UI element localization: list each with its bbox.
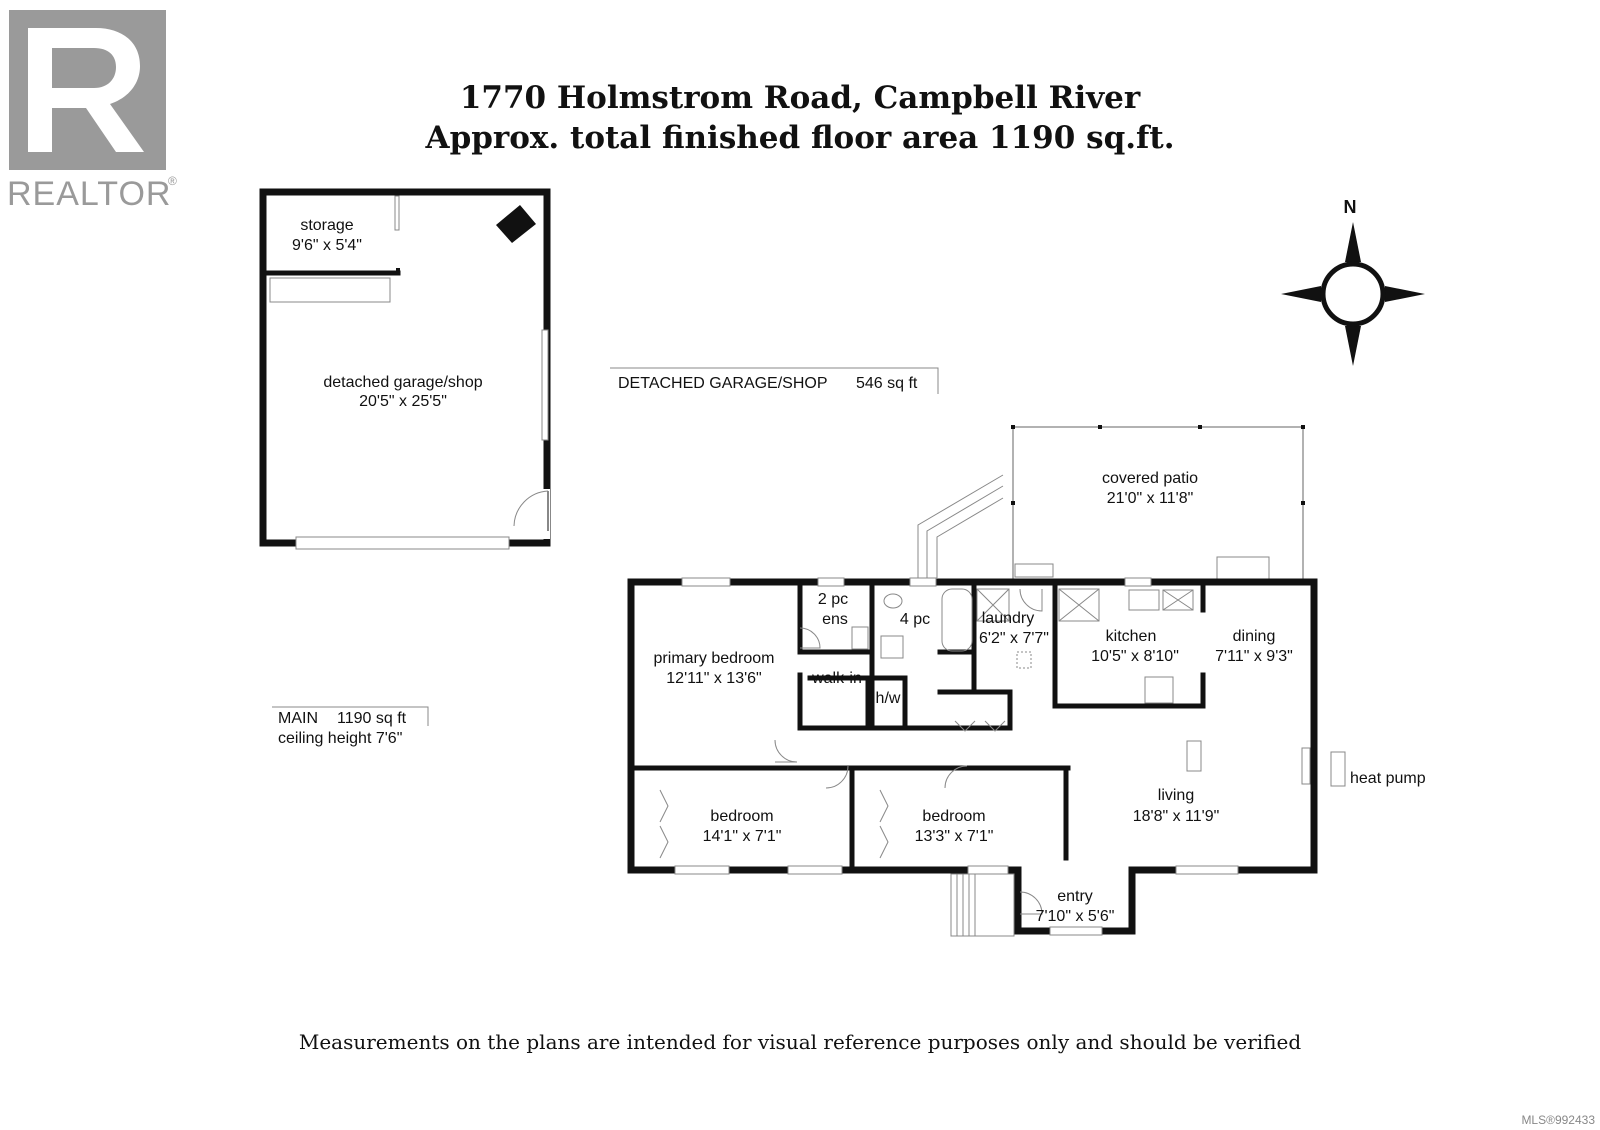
main-area-name: MAIN [278,710,318,727]
dining-dimensions: 7'11" x 9'3" [1215,648,1293,665]
svg-text:N: N [1344,197,1357,217]
living-label: living [1158,787,1194,804]
bedroom-2-label: bedroom [922,808,985,825]
svg-text:REALTOR: REALTOR [7,175,171,213]
garage-dimensions: 20'5" x 25'5" [359,393,447,410]
walk-in-label: walk-in [811,670,862,687]
primary-bedroom-label: primary bedroom [654,650,775,667]
ceiling-height: ceiling height 7'6" [278,730,402,747]
dining-label: dining [1233,628,1276,645]
heat-pump-icon [1330,751,1346,787]
kitchen-dimensions: 10'5" x 8'10" [1091,648,1179,665]
primary-bedroom-dimensions: 12'11" x 13'6" [666,670,761,687]
patio-label: covered patio [1102,470,1198,487]
patio-dimensions: 21'0" x 11'8" [1107,490,1194,507]
ensuite-label-line2: ens [822,611,848,628]
north-compass-icon: N [1281,197,1425,366]
kitchen-label: kitchen [1106,628,1157,645]
main-area-value: 1190 sq ft [337,710,407,727]
ensuite-label-line1: 2 pc [818,591,848,608]
svg-text:®: ® [168,174,177,188]
mls-number: MLS®992433 [1521,1113,1595,1127]
title-line-2: Approx. total finished floor area 1190 s… [425,120,1175,156]
garage-area-name: DETACHED GARAGE/SHOP [618,375,828,392]
detached-garage-plan [259,188,551,550]
disclaimer: Measurements on the plans are intended f… [299,1030,1301,1054]
garage-area-box: DETACHED GARAGE/SHOP 546 sq ft [610,367,939,394]
bedroom-1-dimensions: 14'1" x 7'1" [703,828,782,845]
bedroom-1-label: bedroom [710,808,773,825]
title-line-1: 1770 Holmstrom Road, Campbell River [460,80,1141,116]
entry-dimensions: 7'10" x 5'6" [1036,908,1115,925]
hot-water-label: h/w [876,690,901,707]
heat-pump-label: heat pump [1350,770,1426,787]
garage-area-value: 546 sq ft [856,375,918,392]
entry-label: entry [1057,888,1093,905]
living-dimensions: 18'8" x 11'9" [1133,808,1220,825]
covered-patio-plan [917,425,1305,582]
storage-dimensions: 9'6" x 5'4" [292,237,362,254]
main-area-box: MAIN 1190 sq ft ceiling height 7'6" [272,706,429,747]
front-steps [950,873,1015,937]
realtor-logo: REALTOR ® [7,10,177,213]
bath-label: 4 pc [900,611,930,628]
main-floor-plan [627,577,1318,937]
laundry-dimensions: 6'2" x 7'7" [979,630,1049,647]
laundry-label: laundry [982,610,1034,627]
bedroom-2-dimensions: 13'3" x 7'1" [915,828,994,845]
storage-label: storage [300,217,353,234]
garage-label: detached garage/shop [323,374,482,391]
